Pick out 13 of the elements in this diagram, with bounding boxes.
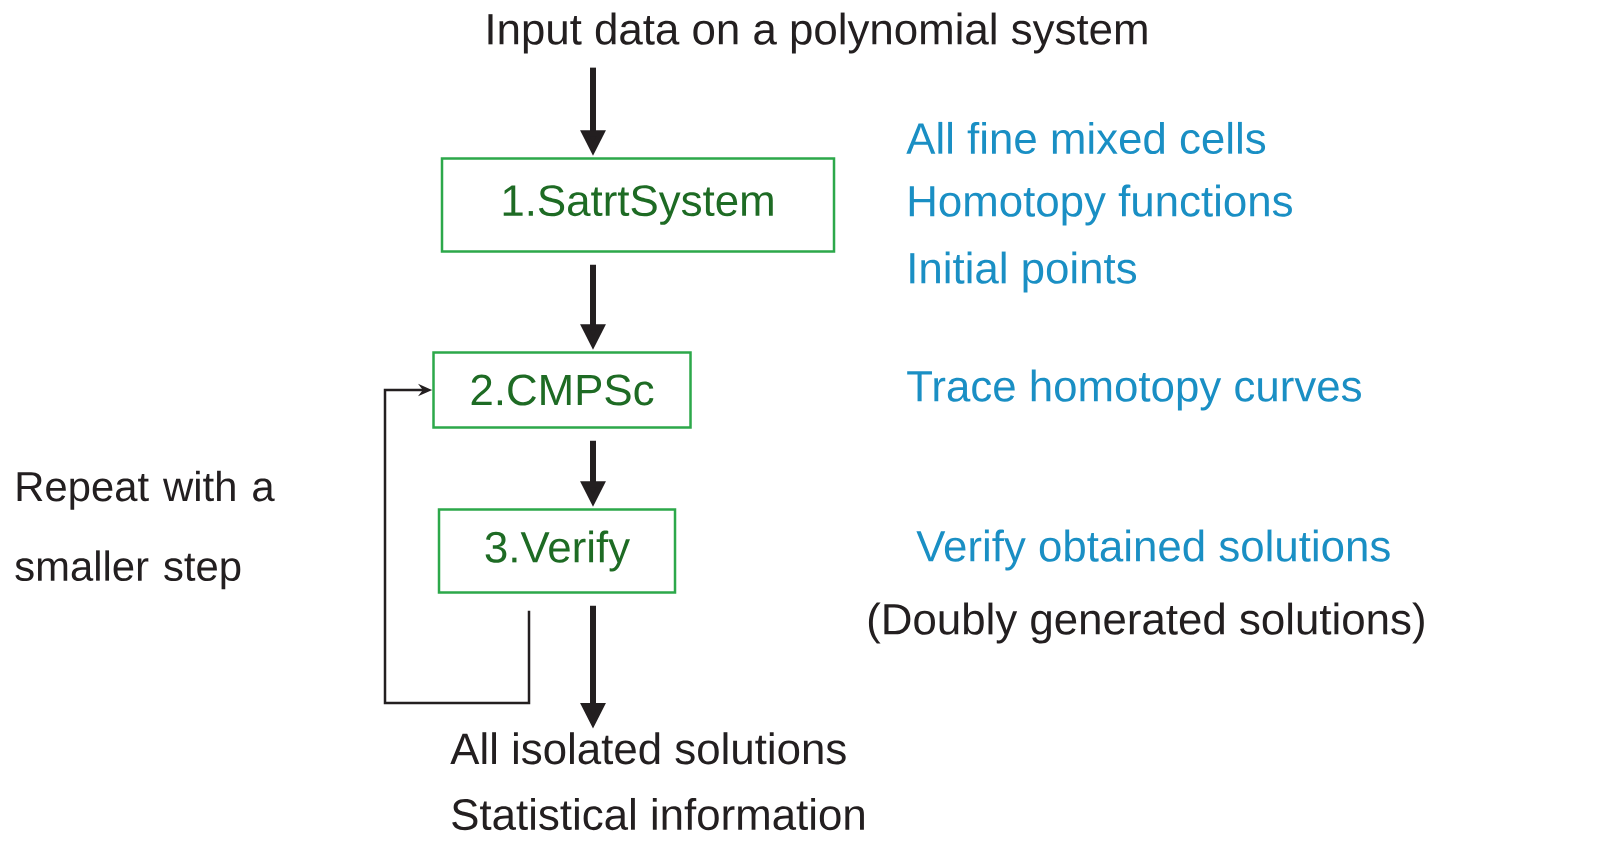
process-box: 3.Verify	[437, 508, 677, 594]
step-note: Homotopy functions	[909, 184, 1292, 226]
step-note: Verify obtained solutions	[916, 529, 1390, 571]
process-box: 1.SatrtSystem	[440, 157, 836, 253]
loop-arrow	[383, 383, 531, 705]
process-box: 2.CMPSc	[432, 351, 692, 429]
step-note: Trace homotopy curves	[907, 369, 1361, 411]
flow-text: All isolated solutions Statistical information	[450, 732, 864, 831]
step-note: (Doubly generated solutions)	[868, 602, 1424, 644]
flow-text: Input data on a polynomial system	[488, 12, 1147, 54]
step-note: All fine mixed cells	[906, 121, 1266, 155]
step-note: Initial points	[910, 251, 1137, 293]
edge-label: Repeat with a smaller step	[15, 470, 275, 590]
